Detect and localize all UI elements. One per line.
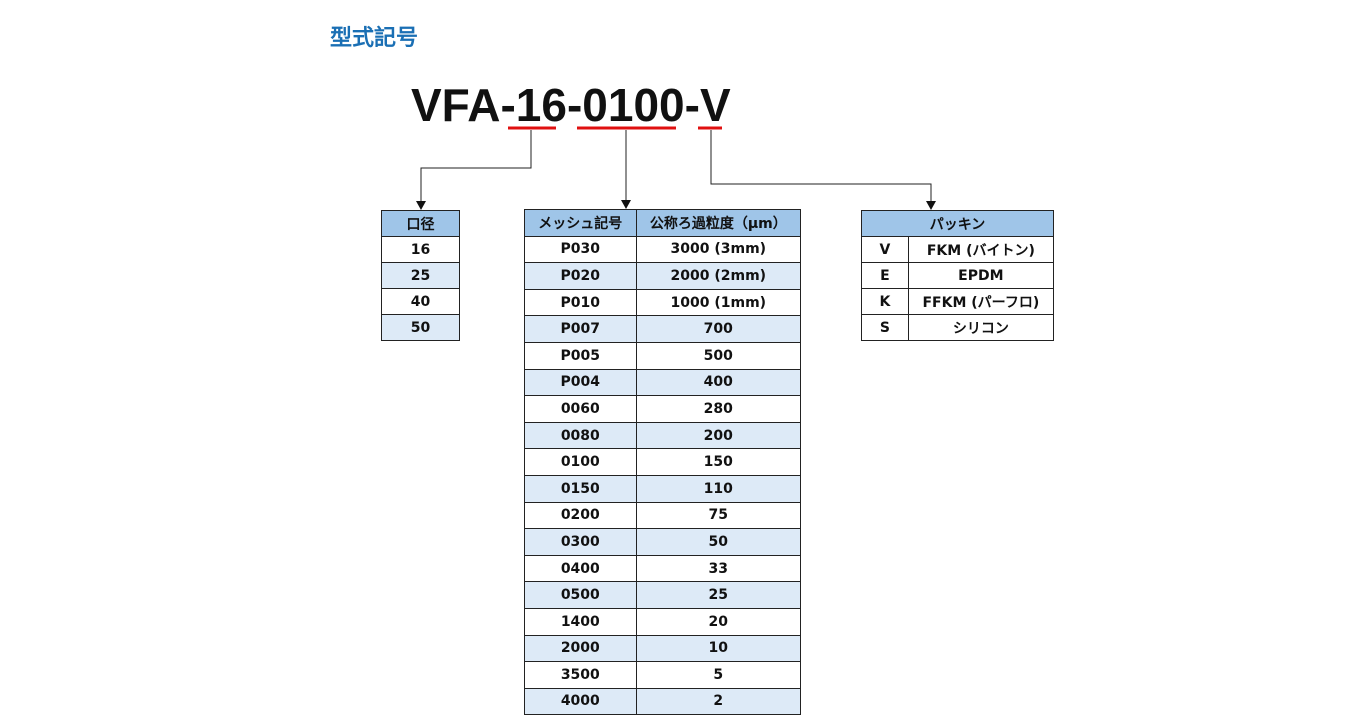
filtration-value: 75 xyxy=(635,501,802,530)
mesh-code: 0100 xyxy=(524,448,637,476)
mesh-code: 4000 xyxy=(524,687,637,716)
bore-value: 16 xyxy=(381,236,460,263)
filtration-value: 500 xyxy=(635,341,802,370)
filtration-value: 400 xyxy=(635,368,802,397)
mesh-code: P007 xyxy=(524,315,637,343)
mesh-code: 0300 xyxy=(524,528,637,556)
filtration-value: 2 xyxy=(635,687,802,716)
seal-material: FFKM (パーフロ) xyxy=(907,288,1055,315)
filtration-value: 280 xyxy=(635,395,802,423)
filtration-value: 25 xyxy=(635,581,802,609)
mesh-code: P004 xyxy=(524,368,637,397)
bore-table-header: 口径 xyxy=(381,210,460,237)
mesh-code: 0080 xyxy=(524,421,637,450)
seal-material: FKM (バイトン) xyxy=(907,236,1055,263)
mesh-code: 0500 xyxy=(524,581,637,609)
filtration-value: 150 xyxy=(635,448,802,476)
mesh-code: 0200 xyxy=(524,501,637,530)
table-row: 25 xyxy=(381,262,460,289)
table-row: 50 xyxy=(381,314,460,341)
seal-connector xyxy=(710,130,932,203)
filtration-value: 110 xyxy=(635,474,802,503)
mesh-code-header: メッシュ記号 xyxy=(524,209,637,237)
mesh-code: P005 xyxy=(524,341,637,370)
mesh-code: 0060 xyxy=(524,395,637,423)
filtration-value: 33 xyxy=(635,554,802,583)
filtration-value: 2000 (2mm) xyxy=(635,262,802,290)
mesh-code: 3500 xyxy=(524,661,637,689)
seal-code: S xyxy=(861,314,909,341)
filtration-value: 200 xyxy=(635,421,802,450)
seal-arrowhead xyxy=(926,201,936,210)
filtration-value: 3000 (3mm) xyxy=(635,235,802,264)
mesh-code: 1400 xyxy=(524,607,637,636)
filtration-value: 20 xyxy=(635,607,802,636)
model-seal-code: V xyxy=(699,79,731,131)
mesh-code: P010 xyxy=(524,288,637,317)
model-prefix: VFA- xyxy=(411,79,516,131)
bore-table: 口径 16 25 40 50 xyxy=(381,210,460,341)
model-mesh-code: 0100 xyxy=(582,79,685,131)
seal-code: V xyxy=(861,236,909,263)
filtration-value: 700 xyxy=(635,315,802,343)
model-separator: - xyxy=(566,79,583,131)
table-row: 40 xyxy=(381,288,460,315)
seal-material: EPDM xyxy=(907,262,1055,289)
model-bore-code: 16 xyxy=(515,79,567,131)
filtration-value: 5 xyxy=(635,661,802,689)
mesh-code: P020 xyxy=(524,262,637,290)
mesh-code: 0400 xyxy=(524,554,637,583)
seal-code: E xyxy=(861,262,909,289)
page-title: 型式記号 xyxy=(330,26,419,51)
model-separator: - xyxy=(684,79,700,131)
bore-value: 25 xyxy=(381,262,460,289)
mesh-code: 2000 xyxy=(524,634,637,663)
filtration-value: 50 xyxy=(635,528,802,556)
filtration-value: 1000 (1mm) xyxy=(635,288,802,317)
seal-table-header: パッキン xyxy=(861,210,1054,237)
seal-material: シリコン xyxy=(907,314,1055,341)
filtration-header: 公称ろ過粒度（μm） xyxy=(635,209,802,237)
mesh-code: 0150 xyxy=(524,474,637,503)
mesh-arrowhead xyxy=(621,200,631,209)
filtration-value: 10 xyxy=(635,634,802,663)
bore-value: 40 xyxy=(381,288,460,315)
table-row: 16 xyxy=(381,236,460,263)
bore-value: 50 xyxy=(381,314,460,341)
seal-code: K xyxy=(861,288,909,315)
mesh-code: P030 xyxy=(524,235,637,264)
bore-arrowhead xyxy=(416,201,426,210)
bore-connector xyxy=(420,130,532,203)
model-code: VFA-16-0100-V xyxy=(411,78,731,132)
